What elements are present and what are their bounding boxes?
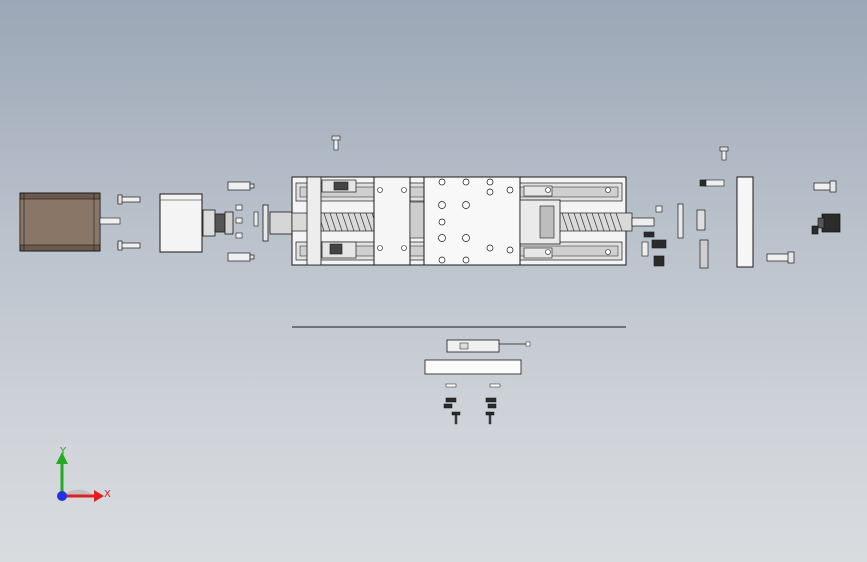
coupling-screw-bottom[interactable]: [227, 252, 255, 262]
coupling-housing[interactable]: [159, 193, 203, 253]
end-plate[interactable]: [736, 176, 754, 268]
thin-washer[interactable]: [253, 211, 259, 227]
motor-screw-bottom[interactable]: [117, 240, 141, 251]
bearing-right[interactable]: [696, 209, 709, 269]
triad-plane-indicator: [62, 489, 92, 496]
stepper-motor[interactable]: [19, 192, 121, 252]
x-axis-arrowhead: [94, 490, 104, 502]
mount-screws[interactable]: [443, 383, 501, 425]
x-axis-label: X: [104, 489, 111, 500]
ball-nut-housing[interactable]: [519, 185, 611, 259]
axis-triad: Y X: [56, 446, 111, 502]
bearing-block[interactable]: [306, 176, 357, 266]
end-bearing-parts[interactable]: [641, 205, 667, 267]
bearing-flange-left[interactable]: [262, 204, 293, 242]
motor-screw-top[interactable]: [117, 194, 141, 205]
flex-coupling[interactable]: [202, 209, 234, 237]
handwheel-knob[interactable]: [811, 213, 841, 235]
top-plate[interactable]: [423, 176, 521, 266]
y-axis-arrowhead: [56, 452, 68, 464]
small-screws-coupling[interactable]: [235, 204, 243, 239]
carriage-plate[interactable]: [373, 176, 411, 266]
carriage-gap: [409, 201, 425, 239]
y-axis-label: Y: [59, 446, 67, 457]
set-screw-right[interactable]: [699, 179, 725, 187]
z-axis-dot: [57, 491, 67, 501]
thin-spacer-right[interactable]: [677, 203, 684, 239]
end-screw-top[interactable]: [813, 180, 837, 193]
screw-top-right[interactable]: [719, 146, 729, 161]
coupling-screw-top[interactable]: [227, 181, 255, 191]
limit-sensor[interactable]: [446, 339, 531, 353]
top-limit-screw[interactable]: [331, 135, 341, 151]
sensor-mount-plate[interactable]: [424, 359, 522, 375]
end-screw-bottom[interactable]: [766, 251, 795, 264]
